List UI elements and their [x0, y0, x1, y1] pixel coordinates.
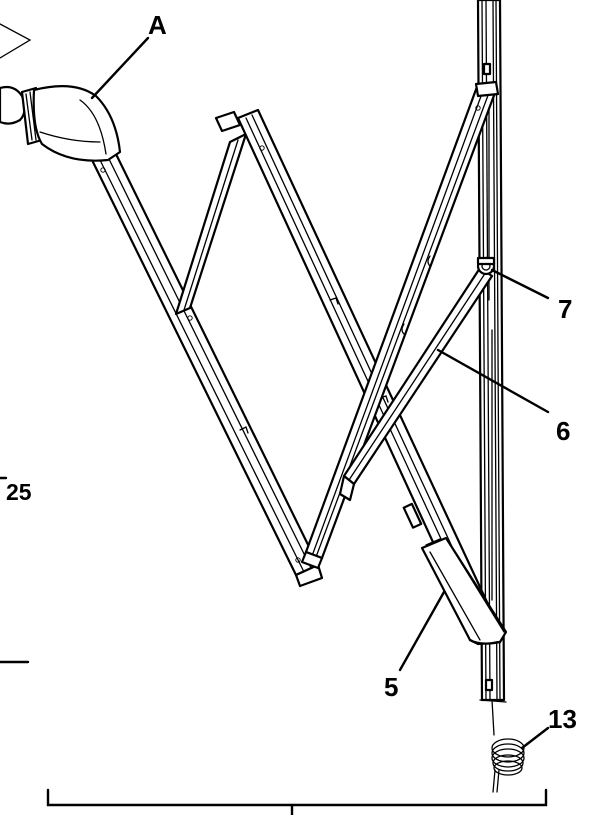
callout-5: 5: [384, 672, 398, 702]
fabric-edge: [0, 23, 32, 59]
pivot-joint: [476, 256, 496, 276]
leader-13: [520, 726, 550, 750]
right-upper-arm: [300, 80, 500, 570]
leader-6: [436, 348, 550, 414]
vertical-rail: [476, 0, 507, 703]
callout-13: 13: [548, 704, 577, 734]
callout-a: A: [148, 10, 167, 40]
motor-head: [0, 85, 122, 162]
width-bracket: [46, 788, 548, 815]
leader-7: [490, 268, 550, 300]
lower-right-housing: [420, 536, 508, 646]
coiled-cable: [491, 699, 525, 793]
support-strut: [338, 266, 494, 502]
callout-6: 6: [556, 416, 570, 446]
leader-a: [90, 36, 150, 100]
callout-25-partial: 25: [6, 479, 32, 505]
left-inner-arm: [174, 132, 248, 316]
callout-7: 7: [558, 294, 572, 324]
leader-5: [398, 590, 446, 672]
